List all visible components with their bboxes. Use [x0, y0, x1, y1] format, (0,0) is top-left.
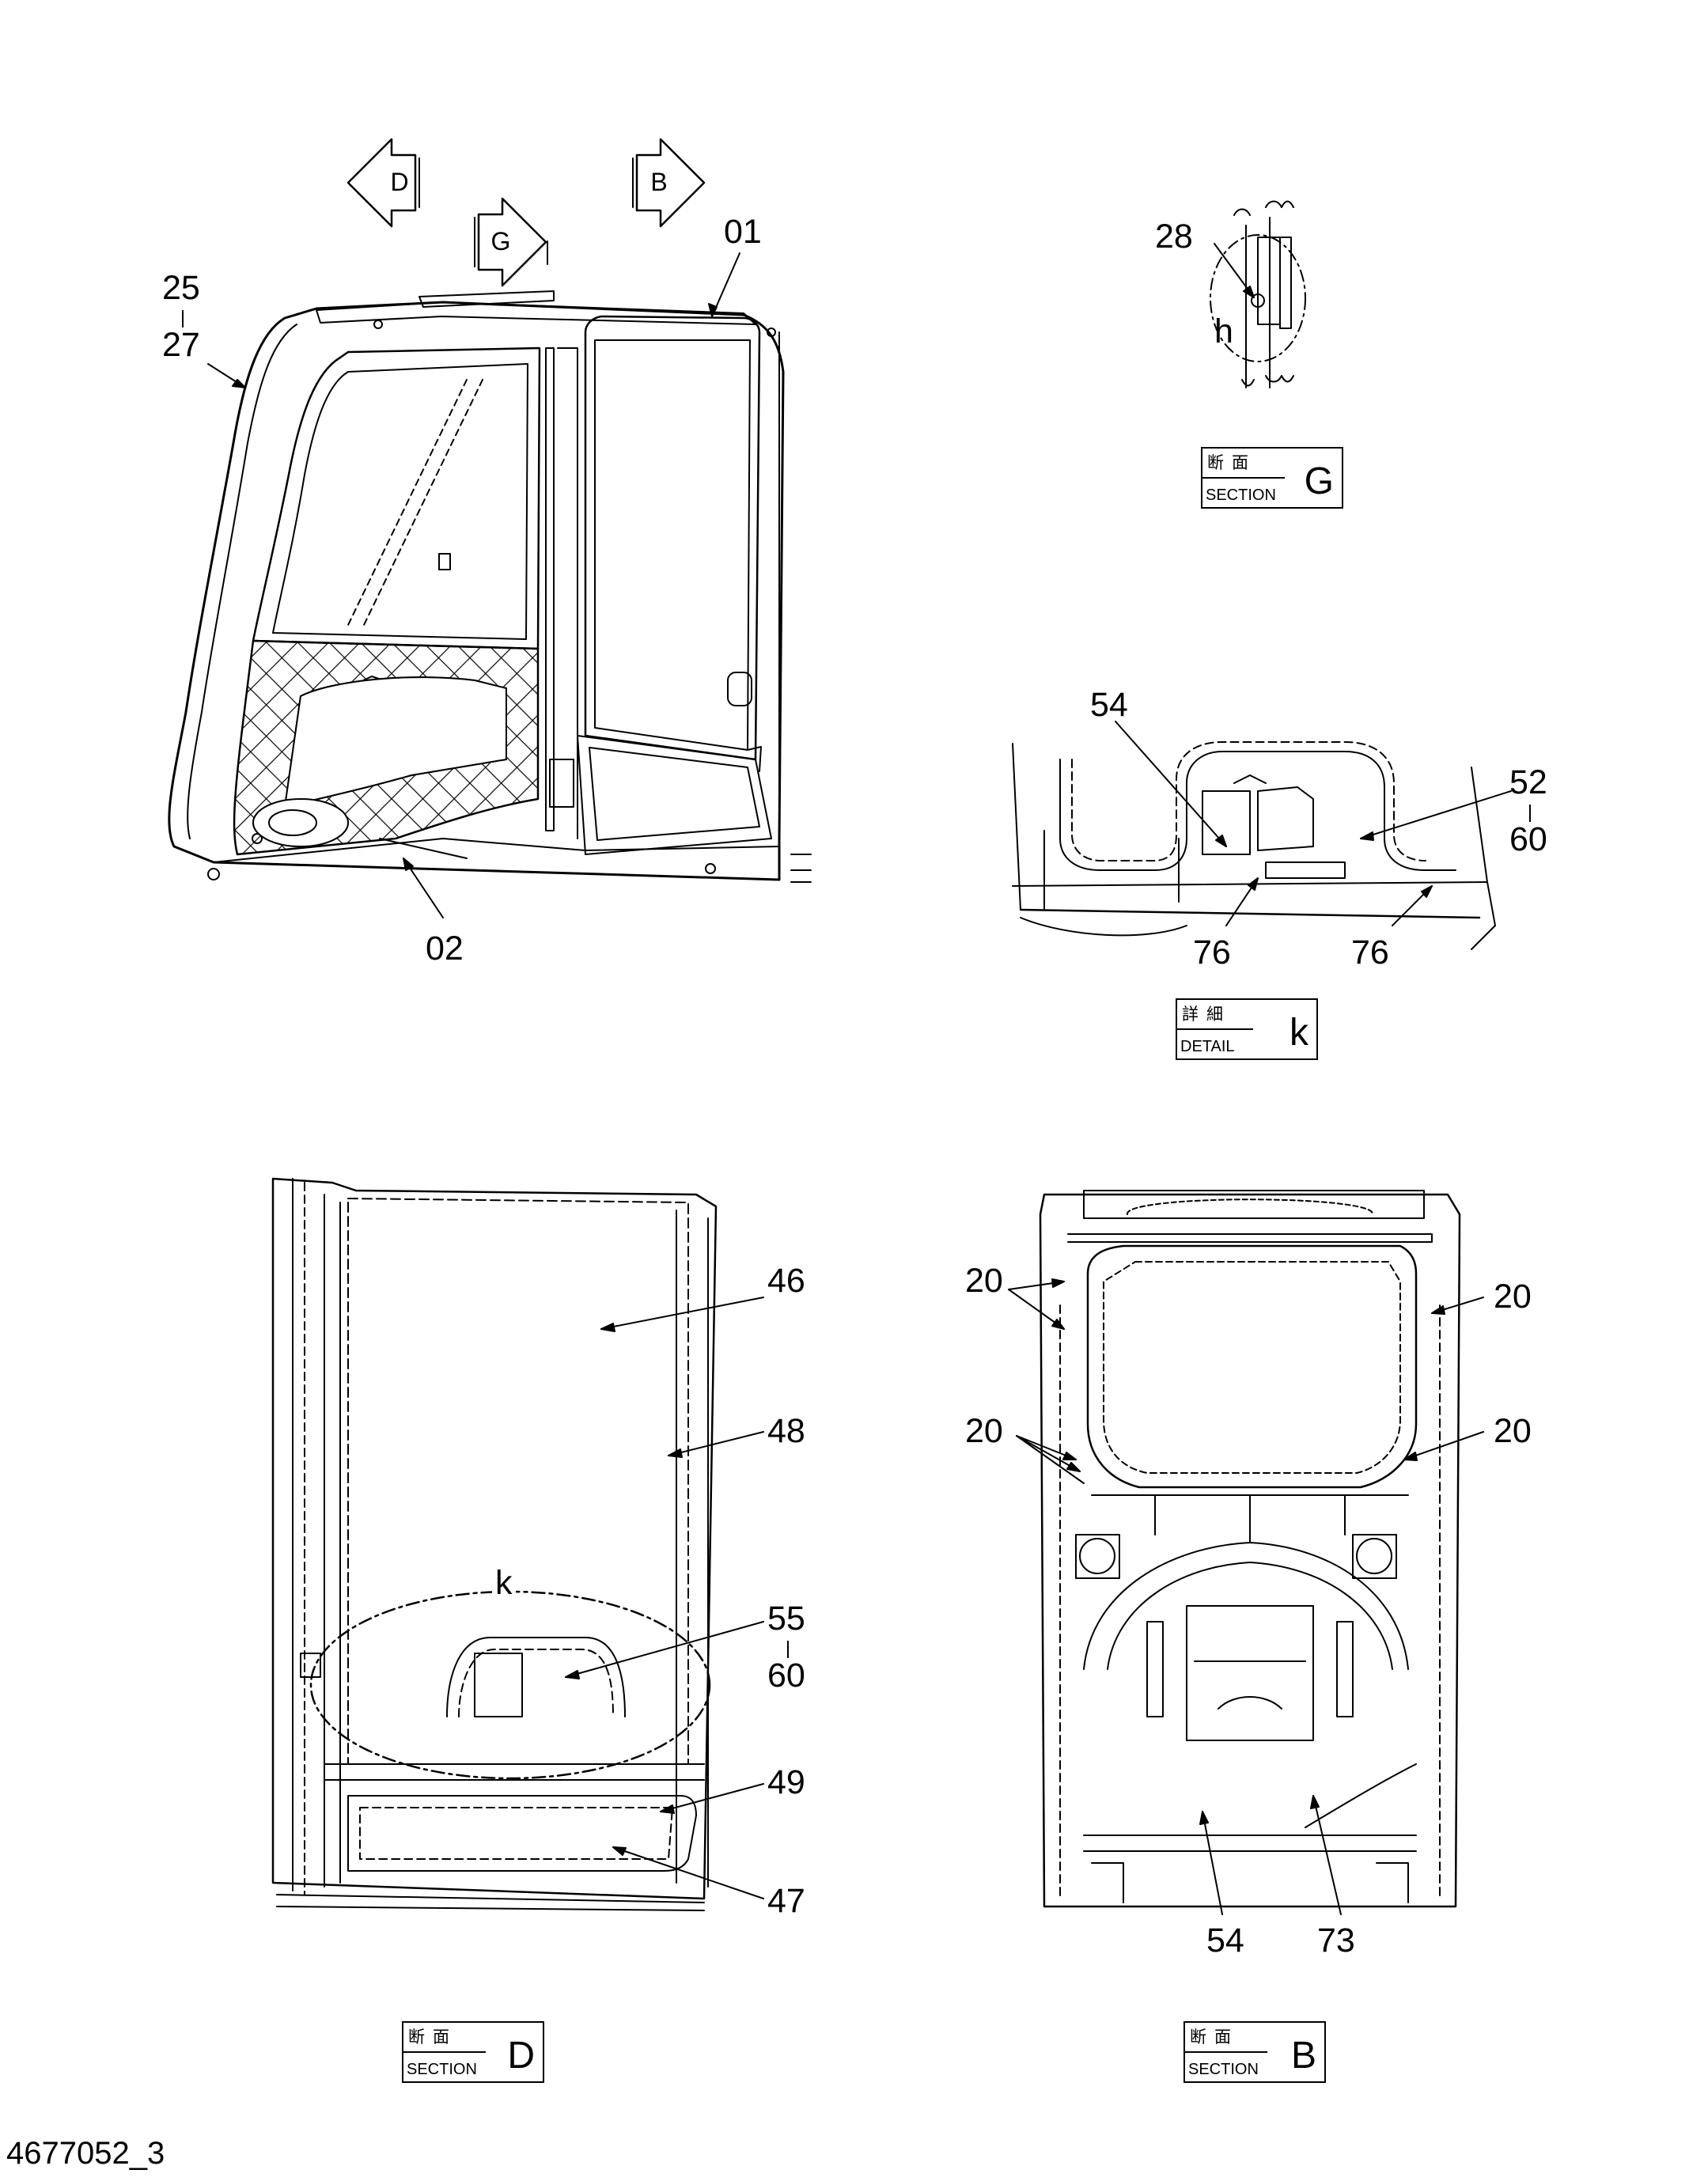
callout-52: 52: [1509, 763, 1547, 801]
callout-55: 55: [767, 1600, 805, 1638]
callout-20-mid-right: 20: [1494, 1412, 1532, 1450]
view-arrow-g-label: G: [490, 227, 511, 256]
callout-28: 28: [1155, 218, 1193, 256]
callout-k: k: [492, 1566, 516, 1600]
view-arrow-b-label: B: [650, 168, 668, 196]
callout-20-top-left: 20: [965, 1262, 1003, 1300]
drawing-number: 4677052_3: [6, 2136, 165, 2171]
callout-20-top-right: 20: [1494, 1278, 1532, 1316]
callout-76-left: 76: [1193, 933, 1231, 971]
callout-01: 01: [724, 213, 762, 251]
callout-separator: [182, 310, 184, 328]
callout-02: 02: [426, 930, 464, 967]
callout-76-right: 76: [1351, 933, 1389, 971]
callout-60-detail-k: 60: [1509, 820, 1547, 858]
callout-73: 73: [1317, 1922, 1355, 1959]
callout-47: 47: [767, 1882, 805, 1920]
view-arrow-g: [474, 197, 548, 287]
view-arrow-b: [632, 138, 706, 228]
callout-20-mid-left: 20: [965, 1412, 1003, 1450]
section-d-title: 断面 SECTION D: [402, 2021, 544, 2083]
quilt-pattern: [234, 641, 538, 854]
callout-separator: [787, 1641, 789, 1658]
section-b-drawing: [1039, 1190, 1461, 1908]
section-g-title: 断面 SECTION G: [1201, 447, 1343, 509]
detail-k-title: 詳細 DETAIL k: [1176, 998, 1318, 1060]
callout-separator: [1529, 805, 1531, 822]
callout-60-section-d: 60: [767, 1657, 805, 1694]
view-arrow-d-label: D: [390, 168, 409, 196]
leader-lines: [207, 243, 1512, 1915]
section-g-drawing: [1210, 200, 1306, 388]
callout-25: 25: [162, 269, 200, 307]
callout-49: 49: [767, 1763, 805, 1801]
view-arrow-d: [347, 138, 420, 228]
callout-27: 27: [162, 326, 200, 364]
callout-54-section-b: 54: [1206, 1922, 1244, 1959]
callout-48: 48: [767, 1412, 805, 1450]
section-d-drawing: [271, 1177, 718, 1911]
callout-46: 46: [767, 1262, 805, 1300]
section-b-title: 断面 SECTION B: [1183, 2021, 1326, 2083]
callout-h: h: [1214, 312, 1233, 350]
detail-k-drawing: [1012, 741, 1496, 950]
callout-54-detail-k: 54: [1090, 686, 1128, 724]
